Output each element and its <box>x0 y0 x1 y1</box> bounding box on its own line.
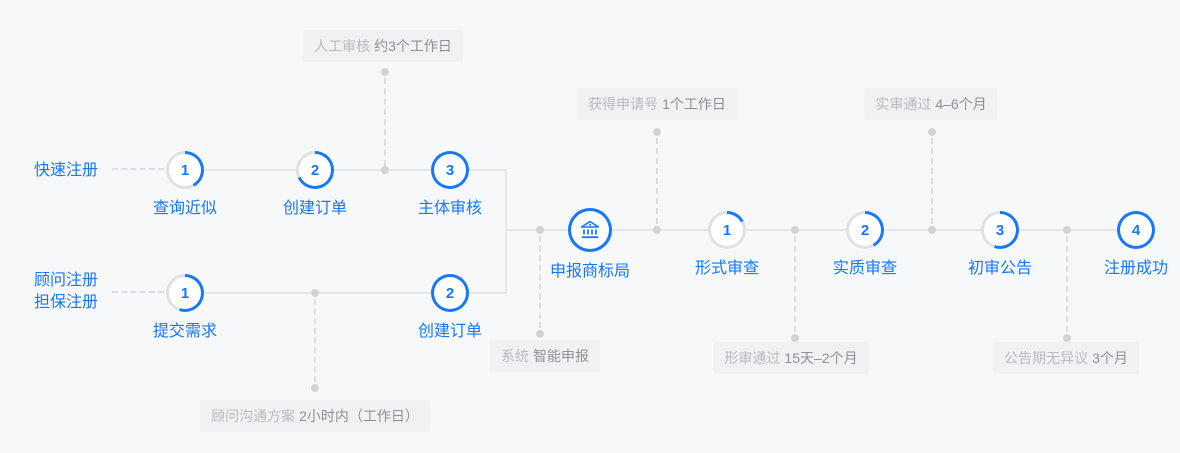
step-label: 提交需求 <box>152 323 217 340</box>
dashed-callout-formal-pass <box>794 236 796 332</box>
track-label-fast-registration: 快速注册 <box>34 162 99 179</box>
step-circle: 4 <box>1117 211 1155 249</box>
tooltip-text-dark: 智能申报 <box>533 348 589 364</box>
step-node-formal-examination: 1 形式审查 <box>667 211 787 278</box>
step-label: 实质审查 <box>832 260 897 277</box>
callout-dot <box>1063 334 1071 342</box>
step-circle: 3 <box>981 211 1019 249</box>
step-node-create-order-consult: 2 创建订单 <box>390 274 510 341</box>
step-number: 4 <box>1131 221 1141 239</box>
tooltip-text-dark: 15天–2个月 <box>784 350 858 366</box>
step-number: 2 <box>310 161 320 179</box>
callout-dot <box>536 226 544 234</box>
callout-dot <box>381 68 389 76</box>
dashed-callout-publication <box>1066 236 1068 332</box>
step-circle: 2 <box>846 211 884 249</box>
dashed-callout-consultant-plan <box>314 299 316 382</box>
step-label: 创建订单 <box>417 323 482 340</box>
step-node-file-trademark-office: 申报商标局 <box>530 208 650 281</box>
tooltip-text-dark: 约3个工作日 <box>374 38 452 54</box>
connector-line-merge <box>505 169 507 294</box>
step-node-query-similar: 1 查询近似 <box>125 151 245 218</box>
callout-dot <box>536 330 544 338</box>
callout-dot <box>653 226 661 234</box>
step-node-submit-requirement: 1 提交需求 <box>125 274 245 341</box>
tooltip-system-filing: 系统智能申报 <box>490 340 600 372</box>
dashed-callout-manual-review <box>384 78 386 166</box>
dashed-callout-system-filing <box>539 236 541 328</box>
track-label-consultant-registration: 顾问注册 担保注册 <box>34 270 98 314</box>
step-label: 主体审核 <box>417 200 482 217</box>
callout-dot <box>791 334 799 342</box>
connector-line-fast-row <box>185 169 507 171</box>
dashed-leader-consult <box>112 291 164 293</box>
bureau-circle <box>568 208 612 252</box>
step-number: 1 <box>722 221 732 239</box>
tooltip-text-dark: 4–6个月 <box>935 96 987 112</box>
callout-dot <box>311 289 319 297</box>
callout-dot <box>653 128 661 136</box>
step-circle: 3 <box>431 151 469 189</box>
tooltip-text-dark: 2小时内（工作日） <box>299 408 419 424</box>
step-circle: 1 <box>708 211 746 249</box>
step-number: 3 <box>445 161 455 179</box>
tooltip-text-dark: 3个月 <box>1092 350 1128 366</box>
callout-dot <box>928 226 936 234</box>
callout-dot <box>1063 226 1071 234</box>
callout-dot <box>311 384 319 392</box>
tooltip-text-light: 形审通过 <box>724 350 781 366</box>
step-circle: 1 <box>166 151 204 189</box>
track-label-line1: 顾问注册 <box>34 272 99 289</box>
step-label: 查询近似 <box>152 200 217 217</box>
dashed-callout-substantive-pass <box>931 138 933 224</box>
bank-icon <box>580 220 600 239</box>
step-number: 2 <box>445 284 455 302</box>
tooltip-text-light: 系统 <box>501 348 529 364</box>
dashed-callout-application-number <box>656 138 658 224</box>
step-node-registration-success: 4 注册成功 <box>1076 211 1180 278</box>
step-number: 1 <box>180 284 190 302</box>
tooltip-manual-review: 人工审核约3个工作日 <box>303 30 463 62</box>
step-label: 注册成功 <box>1103 260 1168 277</box>
step-label: 初审公告 <box>967 260 1032 277</box>
tooltip-text-light: 顾问沟通方案 <box>211 408 296 424</box>
callout-dot <box>928 128 936 136</box>
connector-line-main-row <box>507 229 1136 231</box>
step-circle: 1 <box>166 274 204 312</box>
dashed-leader-fast <box>112 168 164 170</box>
callout-dot <box>791 226 799 234</box>
step-label: 形式审查 <box>694 260 759 277</box>
tooltip-text-light: 人工审核 <box>314 38 371 54</box>
track-label-line2: 担保注册 <box>34 294 99 311</box>
step-node-create-order-fast: 2 创建订单 <box>255 151 375 218</box>
callout-dot <box>381 166 389 174</box>
connector-line-consult-row <box>185 292 507 294</box>
tooltip-text-dark: 1个工作日 <box>662 96 726 112</box>
step-number: 1 <box>180 161 190 179</box>
tooltip-text-light: 获得申请号 <box>588 96 659 112</box>
step-circle: 2 <box>431 274 469 312</box>
step-node-preliminary-publication: 3 初审公告 <box>940 211 1060 278</box>
step-node-substantive-examination: 2 实质审查 <box>805 211 925 278</box>
step-number: 2 <box>860 221 870 239</box>
tooltip-text-light: 实审通过 <box>875 96 932 112</box>
step-label: 创建订单 <box>282 200 347 217</box>
step-label: 申报商标局 <box>549 263 630 280</box>
step-node-subject-review: 3 主体审核 <box>390 151 510 218</box>
step-number: 3 <box>995 221 1005 239</box>
tooltip-text-light: 公告期无异议 <box>1004 350 1089 366</box>
step-circle: 2 <box>296 151 334 189</box>
